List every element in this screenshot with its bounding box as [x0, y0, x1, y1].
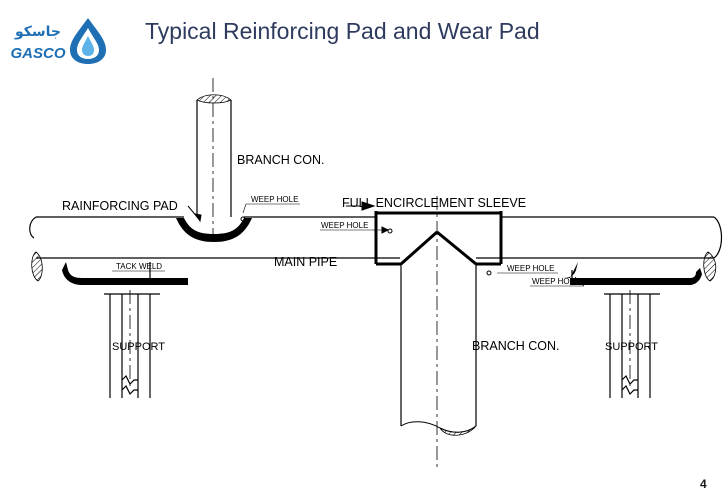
wear-pad-left-shape [62, 262, 188, 285]
label-support-right: SUPPORT [605, 341, 658, 353]
slide-title: Typical Reinforcing Pad and Wear Pad [145, 18, 540, 44]
centerlines [129, 78, 631, 470]
bottom-branch-end-hatch [438, 425, 477, 436]
label-weep-hole-4: WEEP HOLE [532, 277, 579, 286]
label-wear-pad-right: WEAR PAD [602, 276, 658, 288]
logo-latin-text: GASCO [10, 45, 65, 62]
top-branch-pipe [196, 94, 232, 217]
logo-drop-icon [70, 18, 106, 64]
weep-hole-2-marker [387, 228, 393, 234]
label-full-encirclement-sleeve: FULL ENCIRCLEMENT SLEEVE [342, 196, 526, 210]
label-weep-hole-1: WEEP HOLE [251, 195, 298, 204]
weep-hole-markers [112, 203, 585, 287]
title-bar: جاسكو GASCO Typical Reinforcing Pad and … [0, 0, 728, 64]
label-support-left: SUPPORT [112, 341, 165, 353]
label-wear-pad-left: WEAR PAD [110, 276, 166, 288]
full-encirclement-sleeve [374, 211, 503, 266]
label-tack-weld: TACK WELD [116, 262, 162, 271]
label-rainforcing-pad: RAINFORCING PAD [62, 199, 178, 213]
leader-arrows [187, 201, 390, 234]
weep-hole-3-marker [486, 270, 492, 276]
label-branch-bottom: BRANCH CON. [472, 339, 560, 353]
main-pipe [29, 216, 723, 259]
label-weep-hole-3: WEEP HOLE [507, 264, 554, 273]
label-main-pipe: MAIN PIPE [274, 255, 337, 269]
support-left [104, 293, 160, 398]
page-number: 4 [700, 477, 707, 491]
gasco-logo: جاسكو GASCO [10, 18, 106, 64]
wear-pad-right-shape [562, 262, 702, 285]
main-pipe-left-end-hatch [31, 251, 43, 282]
weep-hole-1-marker [240, 216, 246, 222]
main-pipe-right-end-hatch [703, 251, 717, 282]
top-branch-end-hatch [196, 94, 232, 104]
support-right [604, 293, 660, 398]
logo-arabic-text: جاسكو [14, 24, 61, 40]
reinforcing-pad-shape [176, 218, 252, 242]
label-weep-hole-2: WEEP HOLE [321, 221, 368, 230]
label-branch-top: BRANCH CON. [237, 153, 325, 167]
bottom-branch-pipe [400, 264, 477, 436]
